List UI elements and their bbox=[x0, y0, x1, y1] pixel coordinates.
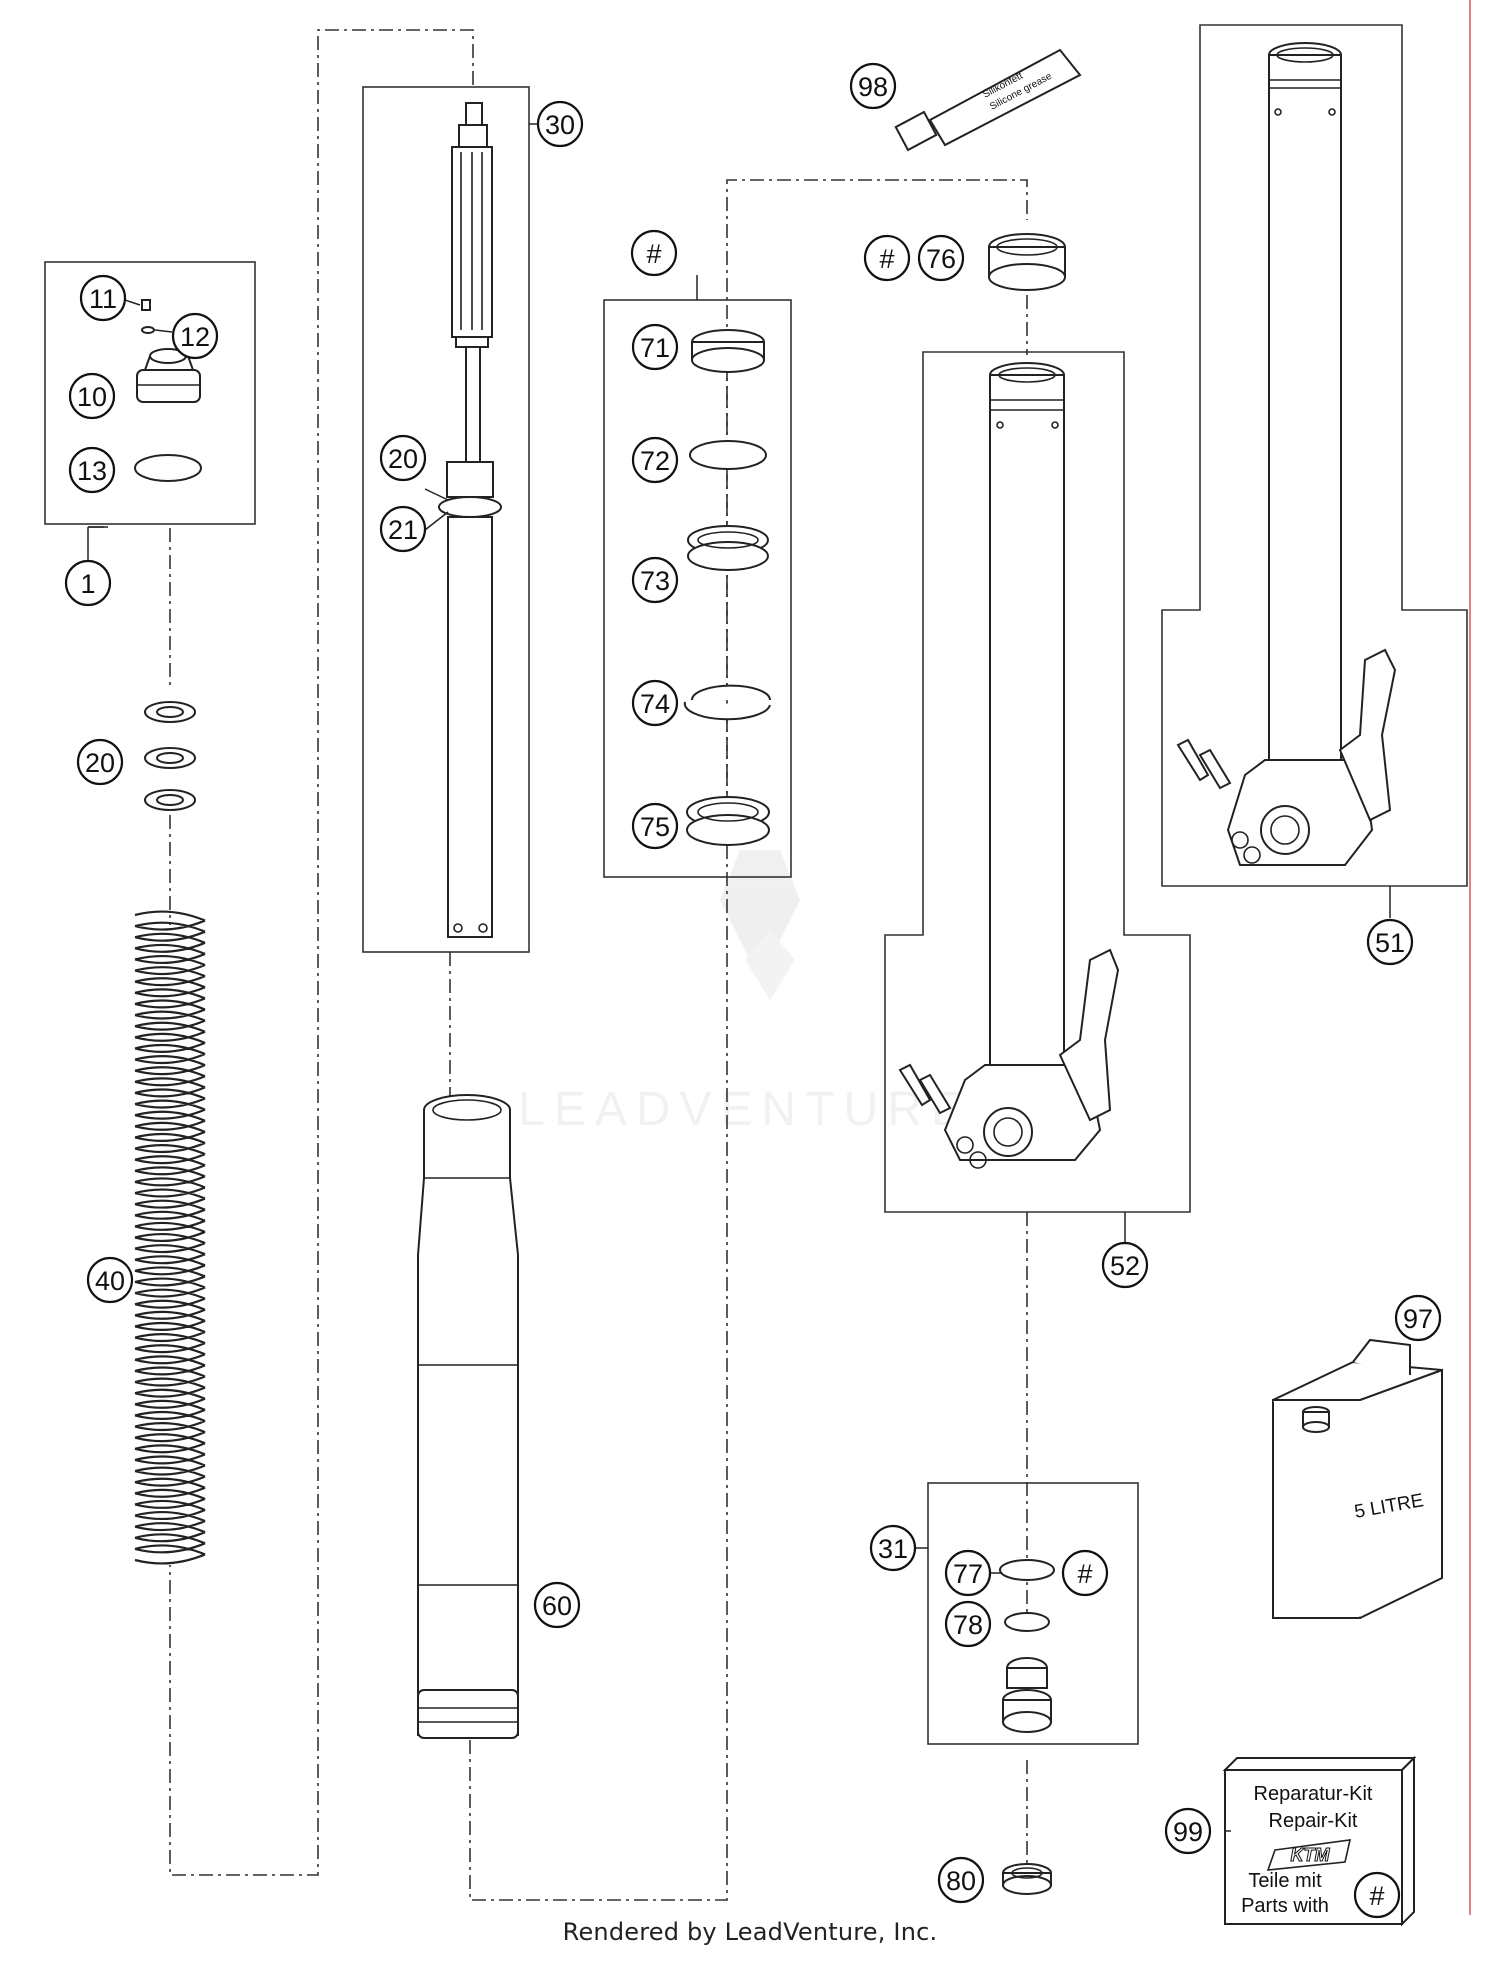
callout-72[interactable]: 72 bbox=[631, 436, 679, 484]
kit-line-1: Reparatur-Kit bbox=[1254, 1783, 1373, 1805]
svg-text:72: 72 bbox=[640, 446, 670, 476]
assembly-lines bbox=[169, 29, 1028, 1901]
callout-71[interactable]: 71 bbox=[631, 323, 679, 371]
box-cap-assembly bbox=[44, 261, 256, 525]
seal-part bbox=[1002, 1863, 1052, 1895]
box-valve-assembly bbox=[927, 1482, 1139, 1745]
callout-31[interactable]: 31 bbox=[869, 1524, 917, 1572]
svg-text:10: 10 bbox=[77, 382, 107, 412]
svg-text:13: 13 bbox=[77, 456, 107, 486]
callout-hash-77[interactable]: # bbox=[1061, 1549, 1109, 1597]
callout-11[interactable]: 11 bbox=[79, 274, 127, 322]
watermark: LEADVENTURE bbox=[518, 850, 972, 1136]
svg-text:73: 73 bbox=[640, 566, 670, 596]
fork-cap-part bbox=[136, 348, 201, 403]
svg-text:20: 20 bbox=[85, 748, 115, 778]
svg-text:30: 30 bbox=[545, 110, 575, 140]
kit-line-2: Repair-Kit bbox=[1269, 1810, 1358, 1832]
o-ring-part bbox=[134, 454, 202, 482]
svg-text:11: 11 bbox=[89, 284, 117, 314]
callout-1[interactable]: 1 bbox=[64, 559, 112, 607]
svg-text:77: 77 bbox=[953, 1559, 983, 1589]
outer-tube-51-part bbox=[1176, 42, 1397, 866]
svg-text:12: 12 bbox=[180, 322, 210, 352]
callout-hash-rings[interactable]: # bbox=[630, 229, 678, 277]
spacer-washers-part bbox=[144, 701, 196, 811]
callout-97[interactable]: 97 bbox=[1394, 1294, 1442, 1342]
callout-12[interactable]: 12 bbox=[171, 312, 219, 360]
svg-text:1: 1 bbox=[80, 569, 95, 599]
svg-text:80: 80 bbox=[946, 1866, 976, 1896]
outer-tube-52-part bbox=[898, 362, 1120, 1169]
bushings-and-seals-part bbox=[683, 329, 771, 846]
callout-73[interactable]: 73 bbox=[631, 556, 679, 604]
svg-text:78: 78 bbox=[953, 1610, 983, 1640]
callout-78[interactable]: 78 bbox=[944, 1600, 992, 1648]
callout-76[interactable]: 76 bbox=[917, 234, 965, 282]
guide-bushing-part bbox=[988, 233, 1066, 291]
callout-74[interactable]: 74 bbox=[631, 679, 679, 727]
callout-10[interactable]: 10 bbox=[68, 372, 116, 420]
callout-75[interactable]: 75 bbox=[631, 802, 679, 850]
callout-hash-kit[interactable]: # bbox=[1353, 1871, 1401, 1919]
svg-text:98: 98 bbox=[858, 72, 888, 102]
callout-30[interactable]: 30 bbox=[536, 100, 584, 148]
callout-51[interactable]: 51 bbox=[1366, 918, 1414, 966]
damper-cartridge-part bbox=[438, 102, 502, 938]
callout-13[interactable]: 13 bbox=[68, 446, 116, 494]
callout-80[interactable]: 80 bbox=[937, 1856, 985, 1904]
kit-logo: KTM bbox=[1291, 1845, 1331, 1865]
svg-text:74: 74 bbox=[640, 689, 670, 719]
svg-text:20: 20 bbox=[388, 444, 418, 474]
box-ring-set bbox=[603, 299, 792, 878]
box-damper-cartridge bbox=[362, 86, 530, 953]
svg-text:51: 51 bbox=[1375, 928, 1405, 958]
callout-99[interactable]: 99 bbox=[1164, 1807, 1212, 1855]
callout-40[interactable]: 40 bbox=[86, 1256, 134, 1304]
svg-text:52: 52 bbox=[1110, 1251, 1140, 1281]
ktm-logo-shape bbox=[1266, 1839, 1352, 1871]
svg-text:#: # bbox=[879, 244, 894, 274]
svg-text:#: # bbox=[1077, 1559, 1092, 1589]
screw-part bbox=[141, 299, 155, 334]
box-outer-tube-52 bbox=[884, 351, 1191, 1213]
svg-text:99: 99 bbox=[1173, 1817, 1203, 1847]
svg-text:21: 21 bbox=[388, 515, 418, 545]
inner-tube-part bbox=[417, 1094, 519, 1739]
svg-text:40: 40 bbox=[95, 1266, 125, 1296]
callout-98[interactable]: 98 bbox=[849, 62, 897, 110]
callout-20-left[interactable]: 20 bbox=[76, 738, 124, 786]
kit-line-4: Parts with bbox=[1241, 1895, 1329, 1917]
svg-text:76: 76 bbox=[926, 244, 956, 274]
svg-text:#: # bbox=[1369, 1881, 1384, 1911]
repair-kit-box: Reparatur-Kit Repair-Kit KTM Teile mit P… bbox=[1222, 1755, 1417, 1927]
fork-oil-can-part: 5 LITRE bbox=[1272, 1338, 1443, 1619]
callout-52[interactable]: 52 bbox=[1101, 1241, 1149, 1289]
svg-text:#: # bbox=[646, 239, 661, 269]
rendered-by-footer: Rendered by LeadVenture, Inc. bbox=[562, 1918, 938, 1946]
svg-text:60: 60 bbox=[542, 1591, 572, 1621]
callout-60[interactable]: 60 bbox=[533, 1581, 581, 1629]
svg-text:71: 71 bbox=[640, 333, 670, 363]
svg-text:31: 31 bbox=[878, 1534, 908, 1564]
svg-text:75: 75 bbox=[640, 812, 670, 842]
callout-77[interactable]: 77 bbox=[944, 1549, 992, 1597]
kit-line-3: Teile mit bbox=[1248, 1870, 1322, 1892]
callout-20-cartridge[interactable]: 20 bbox=[379, 434, 427, 482]
callout-21[interactable]: 21 bbox=[379, 505, 427, 553]
svg-text:97: 97 bbox=[1403, 1304, 1433, 1334]
leader-lines bbox=[87, 123, 1391, 1832]
silicone-grease-tube-part: Silikonfett Silicone grease bbox=[894, 48, 1082, 152]
callout-hash-76[interactable]: # bbox=[863, 234, 911, 282]
valve-assembly-part bbox=[999, 1559, 1055, 1733]
watermark-text: LEADVENTURE bbox=[518, 1083, 972, 1136]
fork-spring-part bbox=[134, 910, 206, 1565]
box-outer-tube-51 bbox=[1161, 24, 1468, 887]
